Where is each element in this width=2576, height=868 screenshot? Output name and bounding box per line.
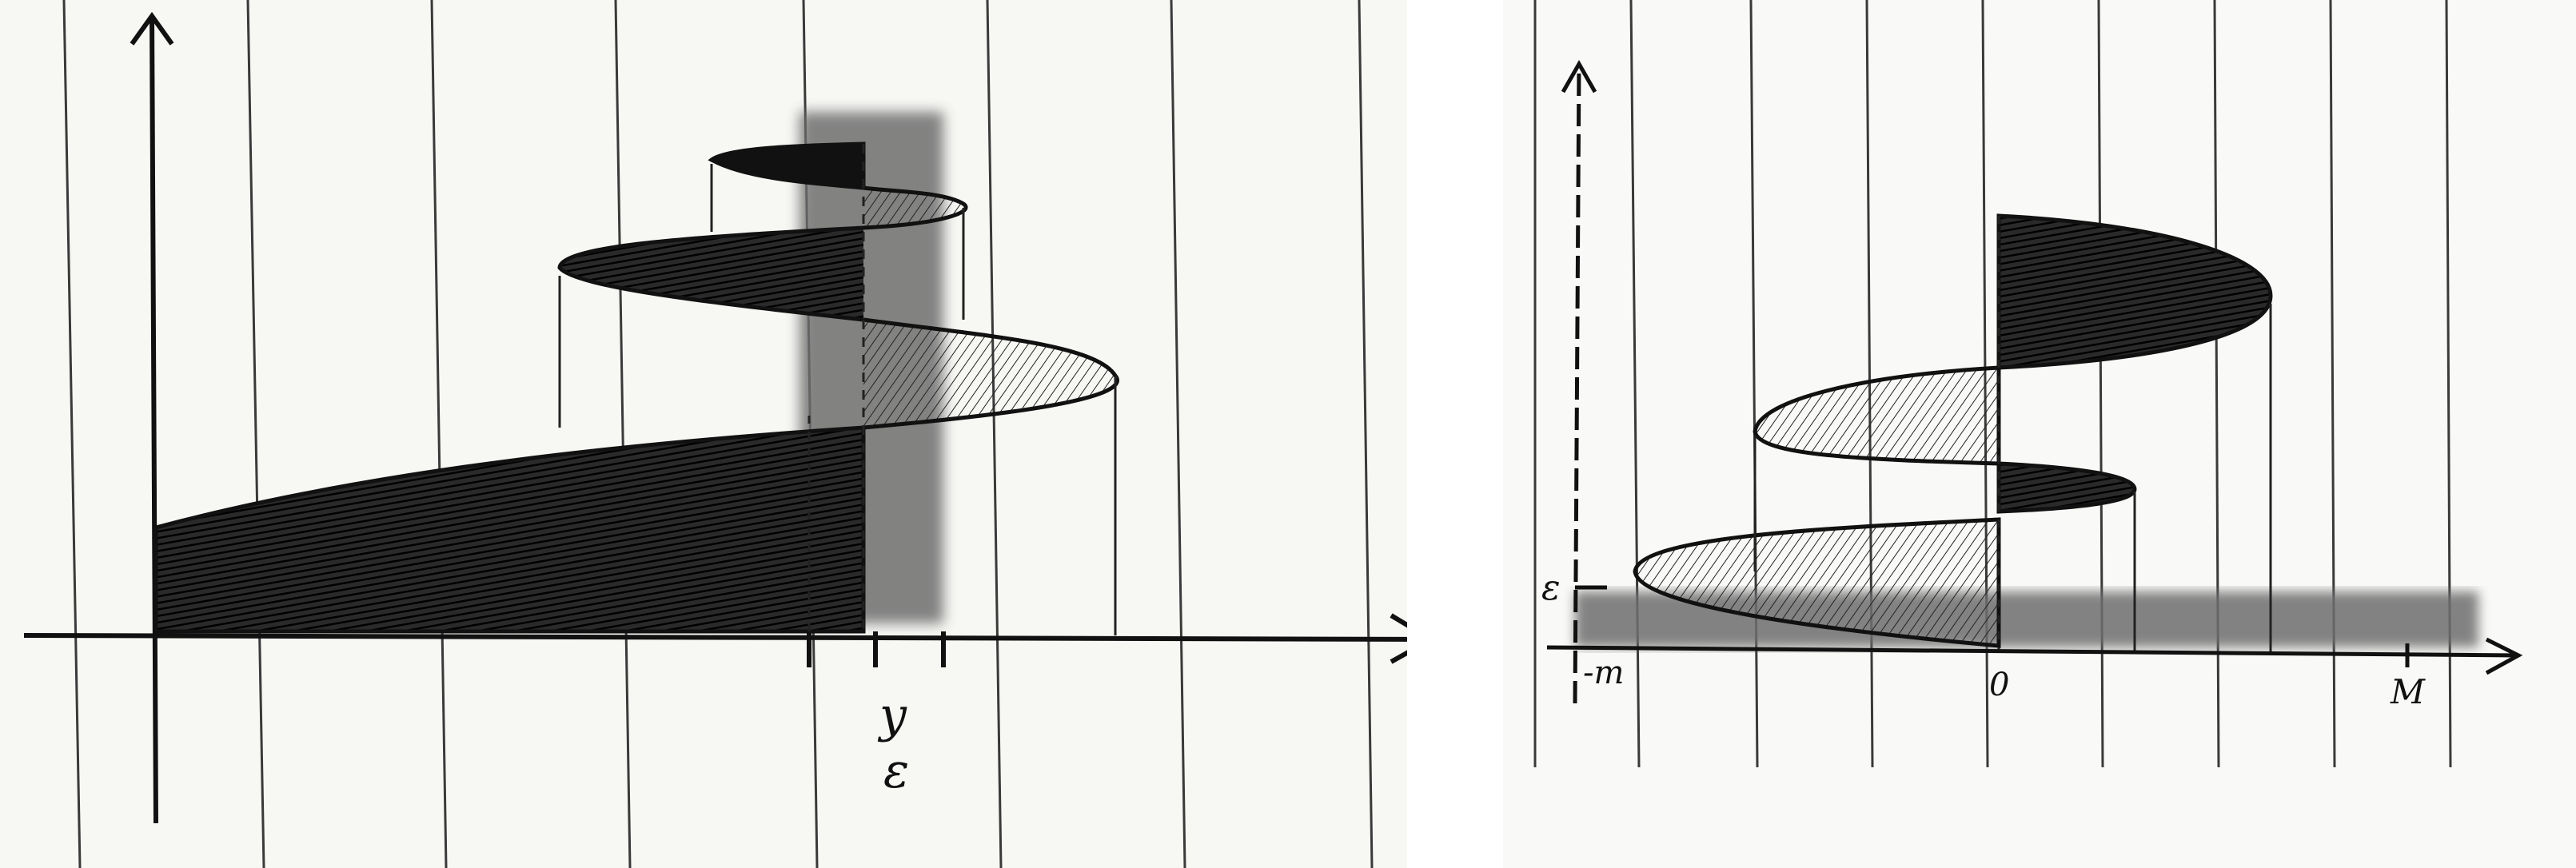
tick-label-eps: ε [883,743,909,799]
tick-label-neg-m: -m [1583,655,1624,691]
hatched-lobe-2 [557,225,864,322]
axis-label-eps: ε [1541,567,1561,608]
projection-lines-right [1753,216,2272,651]
right-sketch-drawing: ε -m 0 M [1533,0,2523,768]
hatched-lobe-small-right [1996,461,2137,514]
axes-right [1546,59,2523,704]
axes [23,11,1407,824]
left-sketch-panel: y ε [0,0,1407,868]
hatched-lobe-top [1996,213,2273,370]
projection-lines [558,144,1117,663]
top-cap [708,141,866,190]
ruled-paper-lines [62,0,1374,868]
right-sketch-panel: ε -m 0 M [1503,0,2576,868]
tick-label-y: y [877,687,907,743]
left-sketch-drawing: y ε [23,0,1407,868]
tick-label-zero: 0 [1989,667,2009,703]
hatched-lobe-middle [1753,365,2001,466]
tick-label-M: M [2390,672,2426,711]
hatched-lobe-lower [1633,517,2001,648]
hatched-lobe-3 [863,185,968,230]
hatched-lobe-1 [863,317,1119,430]
dense-hatched-region [154,425,866,634]
